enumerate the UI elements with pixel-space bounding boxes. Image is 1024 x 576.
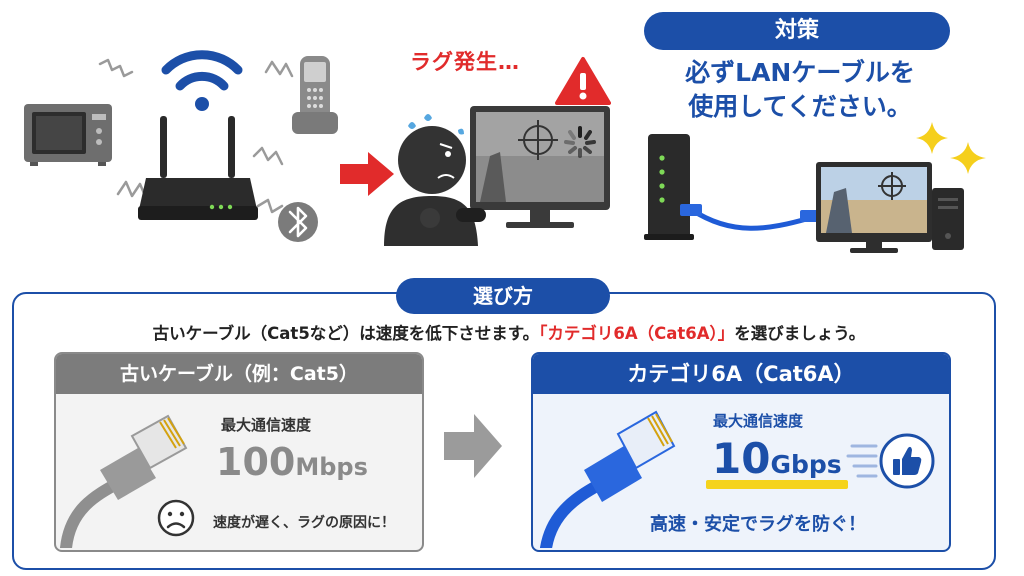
- monitor-icon: [816, 162, 932, 253]
- old-speed-value: 100Mbps: [216, 440, 368, 484]
- monitor-icon: [470, 106, 610, 228]
- cordless-phone-icon: [292, 56, 338, 134]
- old-cable-note: 速度が遅く、ラグの原因に！: [213, 515, 395, 531]
- old-speed-label: 最大通信速度: [221, 416, 312, 434]
- speed-lines: [846, 444, 878, 478]
- cat6a-cable-note: 高速・安定でラグを防ぐ！: [650, 514, 866, 535]
- description-highlight: 「カテゴリ6A（Cat6A）」: [539, 324, 735, 343]
- frustrated-gamer-icon: [384, 114, 486, 246]
- loading-spinner-icon: [564, 126, 596, 158]
- microwave-icon: [24, 104, 112, 166]
- interference-waves: [98, 58, 294, 214]
- gamer-scene: [384, 106, 610, 246]
- old-cable-card: 古いケーブル（例：Cat5）: [54, 352, 424, 552]
- description-prefix: 古いケーブル（Cat5など）は速度を低下させます。: [152, 324, 540, 343]
- old-speed-number: 100: [216, 440, 296, 484]
- sad-face-icon: [157, 499, 195, 537]
- gray-lan-cable-icon: [60, 414, 188, 548]
- arrow-right-icon: [444, 414, 502, 478]
- wifi-icon: [161, 50, 243, 111]
- selection-description: 古いケーブル（Cat5など）は速度を低下させます。「カテゴリ6A（Cat6A）」…: [24, 320, 994, 344]
- old-cable-title: 古いケーブル（例：Cat5）: [56, 354, 422, 394]
- wired-setup-scene: [644, 134, 964, 253]
- old-speed-unit: Mbps: [295, 453, 368, 481]
- cat6a-speed-label: 最大通信速度: [713, 412, 804, 430]
- speed-highlight-bar: [706, 480, 848, 489]
- cat6a-speed-value: 10Gbps: [712, 434, 842, 483]
- thumbs-up-icon: [879, 433, 935, 489]
- sparkle-icon: [916, 122, 986, 174]
- countermeasure-badge: 対策: [644, 12, 950, 50]
- countermeasure-line2: 使用してください。: [688, 92, 912, 121]
- desktop-pc-icon: [932, 188, 964, 250]
- countermeasure-line1: 必ずLANケーブルを: [685, 58, 915, 87]
- router-tower-icon: [644, 134, 694, 240]
- selection-badge: 選び方: [396, 278, 610, 314]
- lan-cable-icon: [680, 204, 822, 231]
- cat6a-cable-card: カテゴリ6A（Cat6A）: [531, 352, 951, 552]
- cat6a-speed-unit: Gbps: [770, 450, 842, 479]
- interference-scene: [24, 50, 338, 242]
- cat6a-speed-number: 10: [712, 434, 771, 483]
- description-suffix: を選びましょう。: [734, 324, 866, 343]
- router-icon: [138, 116, 258, 220]
- blue-lan-cable-icon: [540, 410, 676, 548]
- cat6a-cable-title: カテゴリ6A（Cat6A）: [533, 354, 949, 394]
- bluetooth-icon: [278, 202, 318, 242]
- warning-icon: [555, 57, 611, 105]
- lag-text: ラグ発生…: [410, 50, 520, 74]
- countermeasure-message: 必ずLANケーブルを 使用してください。: [640, 56, 960, 124]
- arrow-right-icon: [340, 152, 394, 196]
